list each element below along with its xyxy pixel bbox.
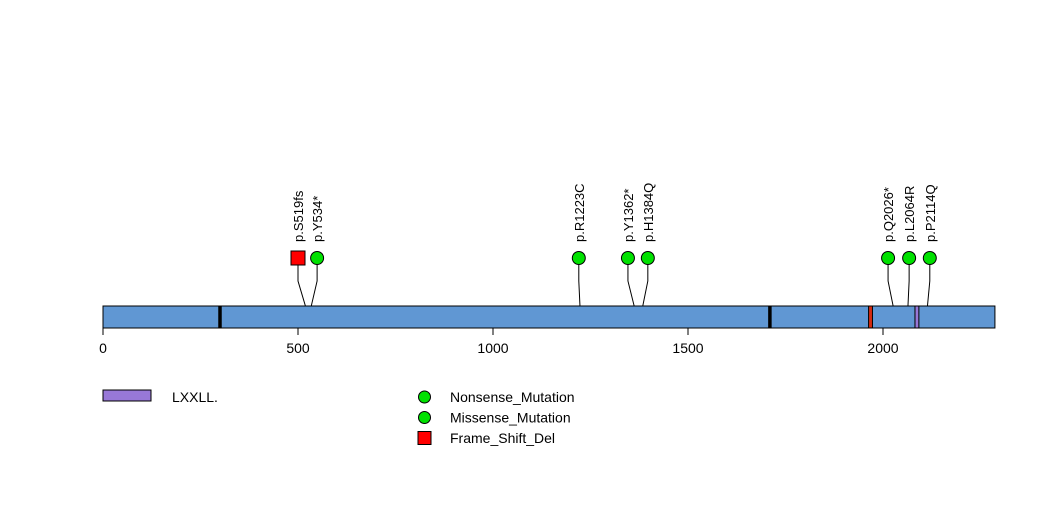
protein-domains-group: [218, 305, 920, 329]
legend-mutation-swatch-square: [417, 431, 432, 445]
mutation-marker-circle: [620, 251, 635, 265]
legend-group: LXXLL. Nonsense_MutationMissense_Mutation…: [102, 389, 575, 446]
mutation-stems-group: [297, 264, 931, 327]
mutation-label: p.L2064R: [902, 186, 917, 242]
axis-tick-label: 2000: [867, 340, 898, 356]
mutation-marker-circle: [922, 251, 937, 265]
mutation-label: p.H1384Q: [641, 183, 656, 242]
protein-domain: [868, 305, 873, 329]
axis-tick-label: 1500: [672, 340, 703, 356]
legend-domain-swatch: [102, 389, 152, 402]
mutation-label: p.Q2026*: [881, 187, 896, 242]
mutation-labels-group: p.S519fs p.Y534* p.R1223C p.Y1362* p.H1384Q p…: [291, 183, 938, 242]
legend-mutation-label: Frame_Shift_Del: [450, 430, 555, 446]
protein-bar: [102, 305, 996, 329]
protein-domain: [768, 305, 772, 329]
mutation-label: p.Y1362*: [621, 189, 636, 243]
legend-mutation-swatch-circle: [418, 390, 431, 404]
mutation-markers-group: [290, 250, 937, 266]
protein-domain: [218, 305, 222, 329]
mutation-label: p.Y534*: [310, 196, 325, 242]
legend-mutation-label: Nonsense_Mutation: [450, 389, 575, 405]
protein-bar-group: [102, 305, 996, 329]
mutation-label: p.S519fs: [291, 190, 306, 242]
mutation-label: p.R1223C: [572, 183, 587, 242]
legend-domain-label: LXXLL.: [172, 389, 218, 405]
mutation-label: p.P2114Q: [923, 184, 938, 242]
axis-tick-label: 1000: [477, 340, 508, 356]
mutation-marker-circle: [640, 251, 655, 265]
axis-tick-label: 500: [286, 340, 310, 356]
mutation-marker-circle: [902, 251, 917, 265]
mutation-marker-circle: [881, 251, 896, 265]
protein-domain: [914, 305, 920, 329]
mutation-marker-circle: [310, 251, 325, 265]
axis-tick-label: 0: [99, 340, 107, 356]
mutation-marker-circle: [571, 251, 586, 265]
legend-mutation-label: Missense_Mutation: [450, 410, 571, 426]
amino-acid-axis-group: 0 500 1000 1500 2000: [99, 328, 899, 356]
legend-mutation-swatch-circle: [418, 411, 431, 424]
mutation-marker-square: [290, 250, 306, 266]
